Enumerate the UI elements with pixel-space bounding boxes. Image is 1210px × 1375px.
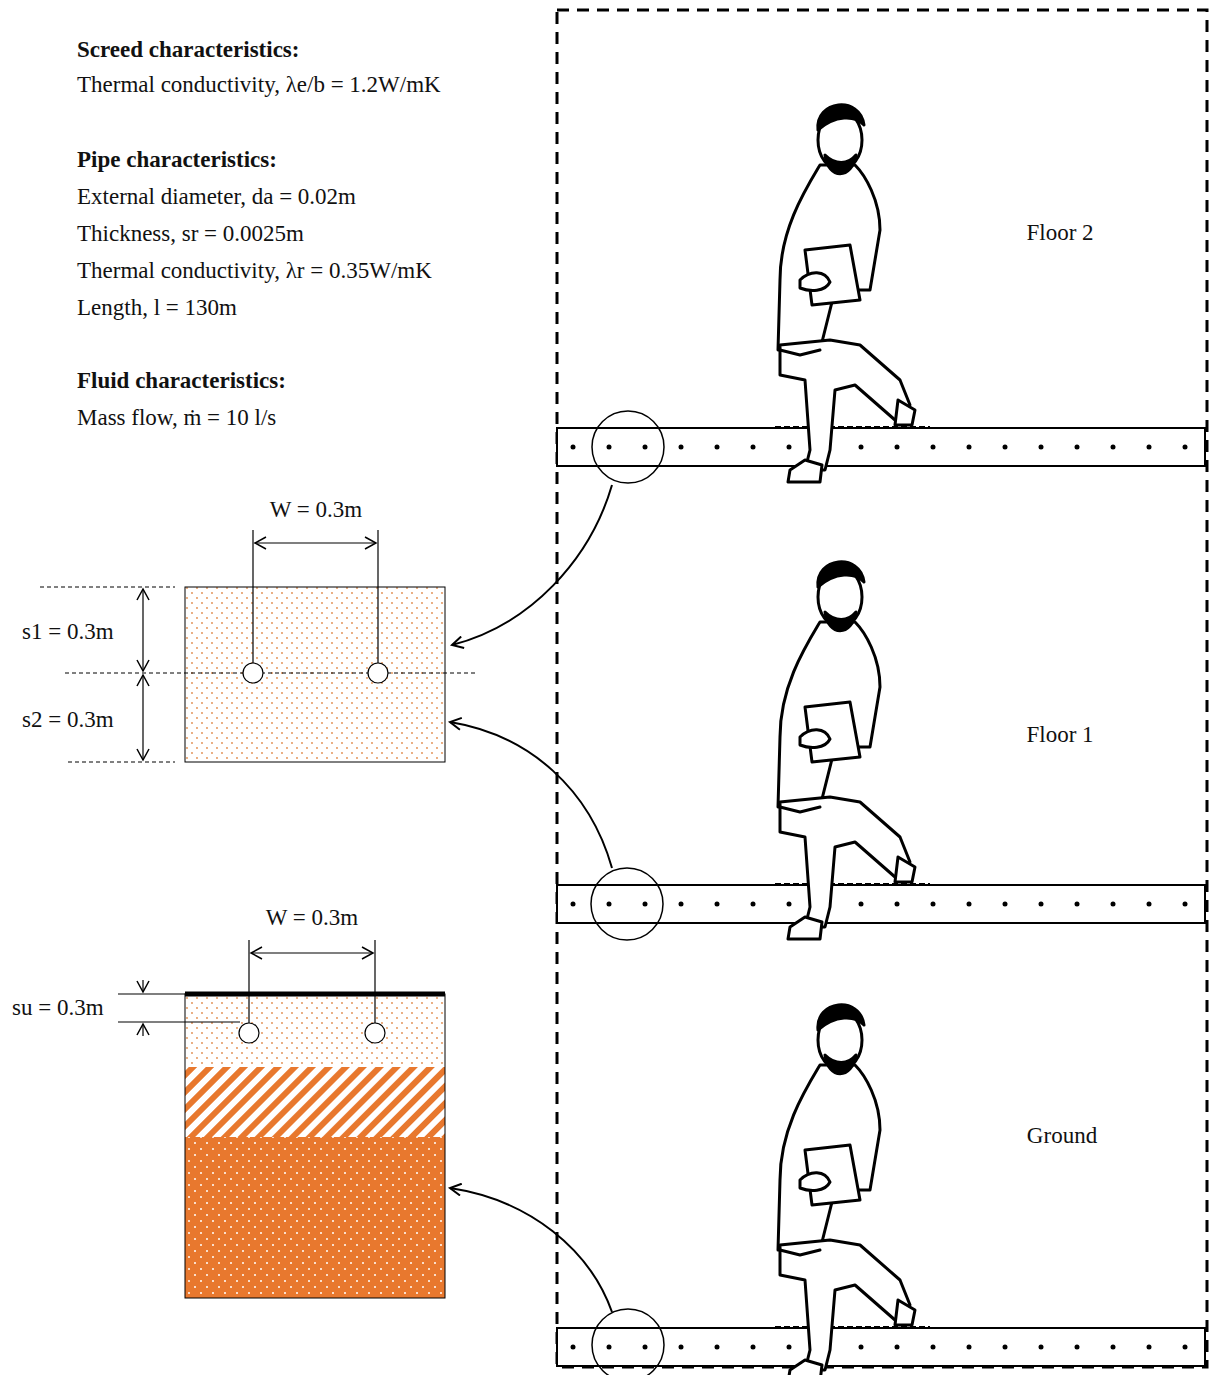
pipe-dot bbox=[931, 1345, 936, 1350]
property: External diameter, da = 0.02m bbox=[77, 184, 356, 209]
pipe-dot bbox=[607, 1345, 612, 1350]
property: Thickness, sr = 0.0025m bbox=[77, 221, 304, 246]
pipe-dot bbox=[895, 445, 900, 450]
pipe-dot bbox=[1183, 1345, 1188, 1350]
pipe-dot bbox=[1147, 445, 1152, 450]
pipe-dot bbox=[1003, 902, 1008, 907]
pipe-dot bbox=[1003, 1345, 1008, 1350]
dimension: s2 = 0.3m bbox=[20, 707, 116, 732]
pipe-dot bbox=[787, 902, 792, 907]
pipe-dot bbox=[967, 445, 972, 450]
floor-label: Floor 2 bbox=[1026, 220, 1093, 245]
pipe-dot bbox=[679, 445, 684, 450]
dimension: s1 = 0.3m bbox=[20, 619, 116, 644]
pipe-dot bbox=[895, 902, 900, 907]
pipe-dot bbox=[967, 902, 972, 907]
pipe-dot bbox=[643, 445, 648, 450]
pipe-dot bbox=[787, 445, 792, 450]
pipe-dot bbox=[751, 1345, 756, 1350]
pipe-dot bbox=[859, 1345, 864, 1350]
pipe-dot bbox=[571, 445, 576, 450]
pipe-dot bbox=[931, 902, 936, 907]
pipe-dot bbox=[1147, 1345, 1152, 1350]
property: Thermal conductivity, λr = 0.35W/mK bbox=[77, 258, 432, 283]
pipe-dot bbox=[679, 902, 684, 907]
pipe-dot bbox=[931, 445, 936, 450]
pipe-dot bbox=[1003, 445, 1008, 450]
property: Mass flow, ṁ = 10 l/s bbox=[77, 405, 276, 430]
pipe-dot bbox=[1147, 902, 1152, 907]
pipe-dot bbox=[787, 1345, 792, 1350]
property: Length, l = 130m bbox=[77, 295, 237, 320]
dimension: W = 0.3m bbox=[264, 905, 360, 930]
pipe-dot bbox=[1039, 1345, 1044, 1350]
pipe-dot bbox=[643, 902, 648, 907]
pipe-dot bbox=[967, 1345, 972, 1350]
pipe-dot bbox=[1039, 902, 1044, 907]
pipe-dot bbox=[571, 1345, 576, 1350]
pipe-dot bbox=[751, 902, 756, 907]
pipe-dot bbox=[895, 1345, 900, 1350]
pipe-dot bbox=[751, 445, 756, 450]
pipe-dot bbox=[859, 902, 864, 907]
pipe-dot bbox=[859, 445, 864, 450]
pipe-dot bbox=[571, 902, 576, 907]
heading: Pipe characteristics: bbox=[77, 147, 277, 172]
pipe-dot bbox=[1075, 445, 1080, 450]
pipe-dot bbox=[607, 445, 612, 450]
pipe-dot bbox=[607, 902, 612, 907]
dimension: su = 0.3m bbox=[10, 995, 106, 1020]
pipe-dot bbox=[1039, 445, 1044, 450]
dimension: W = 0.3m bbox=[268, 497, 364, 522]
floor-label: Floor 1 bbox=[1026, 722, 1093, 747]
pipe-dot bbox=[1111, 445, 1116, 450]
property: Thermal conductivity, λe/b = 1.2W/mK bbox=[77, 72, 441, 97]
pipe-dot bbox=[715, 902, 720, 907]
pipe-dot bbox=[715, 1345, 720, 1350]
pipe-dot bbox=[679, 1345, 684, 1350]
pipe-dot bbox=[1075, 1345, 1080, 1350]
pipe-dot bbox=[715, 445, 720, 450]
floor-label: Ground bbox=[1027, 1123, 1097, 1148]
heading: Screed characteristics: bbox=[77, 37, 299, 62]
pipe-dot bbox=[1183, 445, 1188, 450]
pipe-dot bbox=[1111, 902, 1116, 907]
pipe-dot bbox=[1111, 1345, 1116, 1350]
pipe-dot bbox=[1183, 902, 1188, 907]
heading: Fluid characteristics: bbox=[77, 368, 286, 393]
pipe-dot bbox=[1075, 902, 1080, 907]
pipe-dot bbox=[643, 1345, 648, 1350]
